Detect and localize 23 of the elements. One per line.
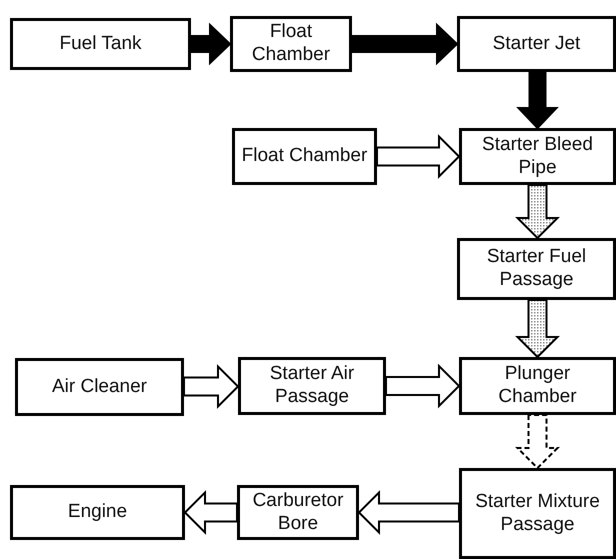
block-arrow (351, 22, 458, 66)
process-box: Air Cleaner (15, 358, 184, 416)
process-box: Starter Jet (457, 16, 616, 72)
process-box: Fuel Tank (10, 18, 191, 70)
process-box: Starter Mixture Passage (459, 468, 616, 559)
process-box: Starter Fuel Passage (457, 238, 616, 300)
process-box: Plunger Chamber (459, 357, 616, 415)
block-arrow (515, 184, 560, 240)
process-box: Float Chamber (232, 128, 377, 185)
process-box: Starter Air Passage (238, 357, 386, 415)
block-arrow (376, 134, 460, 179)
block-arrow (385, 364, 460, 408)
block-arrow (183, 364, 240, 409)
block-arrow (515, 299, 560, 358)
process-box: Float Chamber (230, 16, 352, 72)
block-arrow (515, 414, 560, 470)
process-box: Engine (10, 485, 185, 540)
block-arrow (358, 490, 460, 535)
block-arrow (516, 71, 559, 130)
block-arrow (184, 490, 238, 535)
process-box: Carburetor Bore (237, 485, 359, 540)
process-box: Starter Bleed Pipe (459, 128, 616, 185)
block-arrow (190, 22, 232, 66)
